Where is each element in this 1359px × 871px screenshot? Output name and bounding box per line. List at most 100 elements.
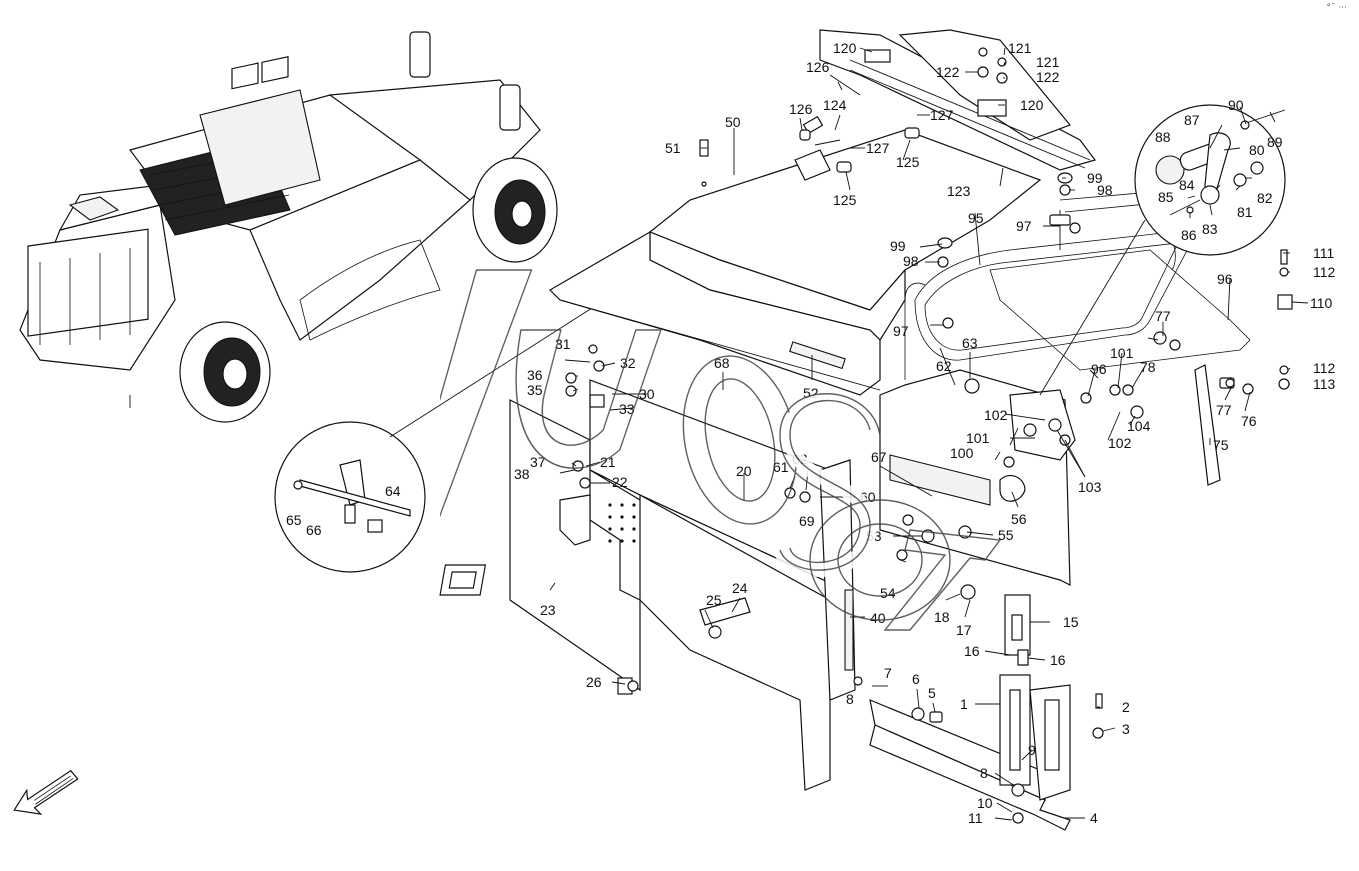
callout-95: 95: [968, 210, 984, 226]
machine-overview-drawing: [19, 31, 558, 423]
callout-122a: 122: [936, 64, 960, 80]
callout-66: 66: [306, 522, 322, 538]
callout-126b: 126: [789, 101, 813, 117]
callout-98a: 98: [1097, 182, 1113, 198]
corner-mark: °¨ ···: [1326, 3, 1347, 13]
callout-4: 4: [1090, 810, 1098, 826]
callout-102a: 102: [984, 407, 1008, 423]
upper-frame-structure: [794, 29, 1097, 181]
callout-62a: 62: [792, 451, 808, 467]
right-side-panel: [879, 369, 1076, 586]
callout-60: 60: [860, 489, 876, 505]
callout-22: 22: [612, 474, 628, 490]
callout-23: 23: [540, 602, 556, 618]
detail-circle-hinge: [1039, 104, 1286, 396]
callout-104: 104: [1127, 418, 1151, 434]
callout-97b: 97: [893, 323, 909, 339]
callout-55: 55: [998, 527, 1014, 543]
callout-103: 103: [1078, 479, 1102, 495]
callout-1: 1: [960, 696, 968, 712]
callout-63: 63: [962, 335, 978, 351]
callout-31: 31: [555, 336, 571, 352]
lower-right-bracket: [869, 584, 1071, 831]
callout-33: 33: [619, 401, 635, 417]
callout-32: 32: [620, 355, 636, 371]
callout-96b: 96: [1091, 361, 1107, 377]
callout-123: 123: [947, 183, 971, 199]
callout-7: 7: [884, 665, 892, 681]
callout-69: 69: [799, 513, 815, 529]
callout-8c: 9: [1028, 742, 1036, 758]
callout-50: 50: [725, 114, 741, 130]
callout-99b: 99: [890, 238, 906, 254]
callout-51: 51: [665, 140, 681, 156]
callout-77a: 77: [1155, 308, 1171, 324]
callout-11: 11: [968, 810, 983, 826]
callout-100: 100: [950, 445, 974, 461]
callout-81: 81: [1237, 204, 1253, 220]
callout-16a: 16: [964, 643, 980, 659]
callout-38: 38: [514, 466, 530, 482]
callout-10: 10: [977, 795, 993, 811]
callout-65: 65: [286, 512, 302, 528]
callout-8b: 8: [980, 765, 988, 781]
callout-113: 113: [1313, 376, 1336, 392]
callout-54: 54: [880, 585, 896, 601]
callout-56: 56: [1011, 511, 1027, 527]
callout-5: 5: [928, 685, 936, 701]
callout-98b: 98: [903, 253, 919, 269]
callout-62b: 62: [936, 358, 952, 374]
callout-21: 21: [600, 454, 616, 470]
callout-80: 80: [1249, 142, 1265, 158]
callout-35: 35: [527, 382, 543, 398]
callout-85: 85: [1158, 189, 1174, 205]
callout-90: 90: [1228, 97, 1244, 113]
callout-126a: 126: [806, 59, 830, 75]
callout-111: 111: [1313, 245, 1334, 261]
callout-15: 15: [1063, 614, 1079, 630]
callout-112b: 112: [1313, 360, 1336, 376]
callout-17: 17: [956, 622, 972, 638]
callout-75: 75: [1213, 437, 1229, 453]
callout-83: 83: [1202, 221, 1218, 237]
hood-panel: [549, 129, 1042, 396]
callout-20: 20: [736, 463, 752, 479]
callout-16b: 16: [1050, 652, 1066, 668]
callout-36: 36: [527, 367, 543, 383]
callout-84: 84: [1179, 177, 1195, 193]
callout-124: 124: [823, 97, 847, 113]
callout-122b: 122: [1036, 69, 1060, 85]
callout-88: 88: [1155, 129, 1171, 145]
callout-53: 53: [866, 528, 882, 544]
callout-102b: 102: [1108, 435, 1132, 451]
callout-110: 110: [1310, 295, 1333, 311]
callout-52: 52: [803, 385, 819, 401]
callout-97a: 97: [1016, 218, 1032, 234]
callout-67: 67: [871, 449, 887, 465]
callout-120b: 120: [1020, 97, 1044, 113]
callout-3: 3: [1122, 721, 1130, 737]
direction-arrow-icon: [13, 769, 79, 815]
callout-25: 25: [706, 592, 722, 608]
callout-64: 64: [385, 483, 401, 499]
callout-37: 37: [530, 454, 546, 470]
callout-125a: 125: [896, 154, 920, 170]
callout-121b: 121: [1036, 54, 1060, 70]
callout-26: 26: [586, 674, 602, 690]
callout-127a: 127: [930, 107, 954, 123]
callout-127b: 127: [866, 140, 890, 156]
callout-18: 18: [934, 609, 950, 625]
callout-101a: 101: [1110, 345, 1134, 361]
callout-6: 6: [912, 671, 920, 687]
callout-76: 76: [1241, 413, 1257, 429]
callout-82: 82: [1257, 190, 1273, 206]
callout-121a: 121: [1008, 40, 1032, 56]
callout-2: 2: [1122, 699, 1130, 715]
callout-87: 87: [1184, 112, 1200, 128]
callout-24: 24: [732, 580, 748, 596]
callout-68: 68: [714, 355, 730, 371]
callout-8a: 8: [846, 691, 854, 707]
callout-125b: 125: [833, 192, 857, 208]
callout-99a: 99: [1087, 170, 1103, 186]
